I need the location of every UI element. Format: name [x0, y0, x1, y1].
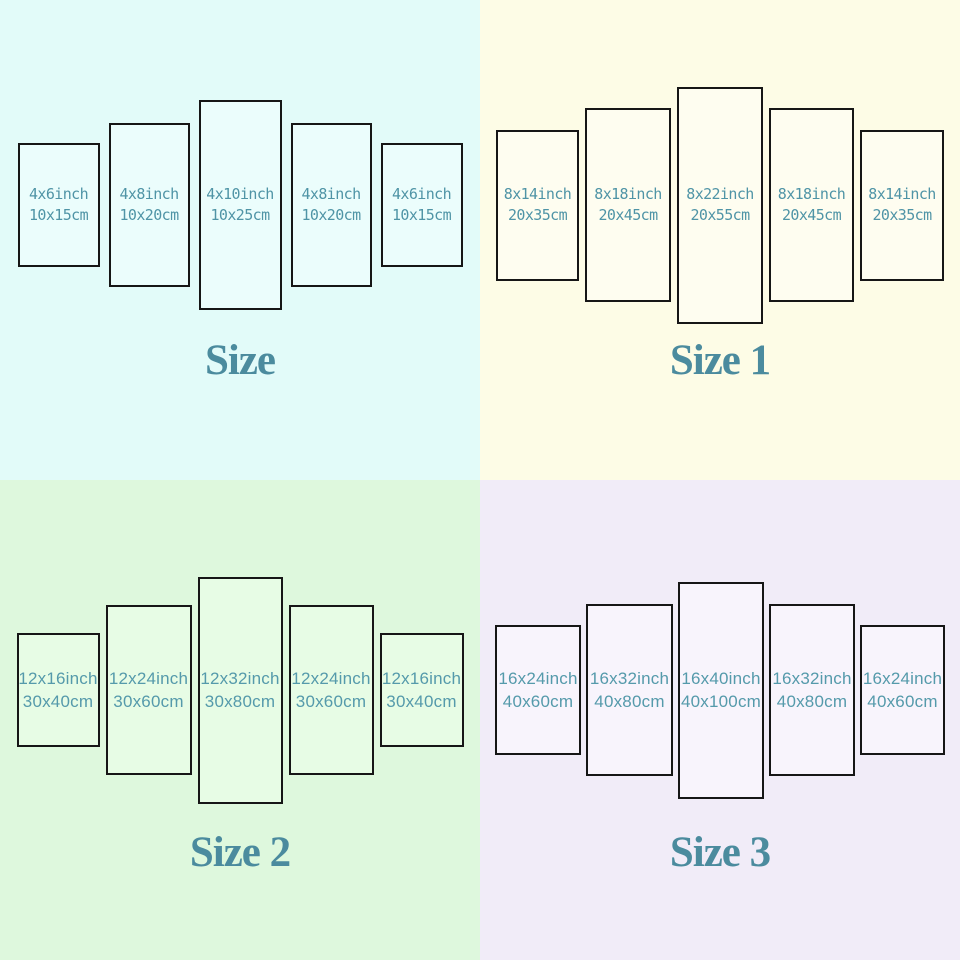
panel-inch-label: 8x14inch: [503, 185, 572, 203]
panel-cm-label: 30x40cm: [22, 692, 94, 711]
panel-cm-label: 20x55cm: [690, 206, 750, 224]
canvas-panel: 8x14inch 20x35cm: [860, 129, 944, 281]
quadrant-size-1: 8x14inch 20x35cm 8x18inch 20x45cm 8x22in…: [480, 0, 960, 480]
canvas-panel: 16x32inch 40x80cm: [586, 604, 673, 776]
panel-cm-label: 20x35cm: [872, 206, 932, 224]
panel-cm-label: 30x60cm: [113, 692, 184, 711]
panel-inch-label: 16x24inch: [498, 669, 578, 688]
panel-row: 4x6inch 10x15cm 4x8inch 10x20cm 4x10inch…: [0, 0, 480, 410]
panel-cm-label: 10x15cm: [28, 206, 89, 224]
panel-cm-label: 20x35cm: [507, 206, 568, 224]
panel-cm-label: 40x60cm: [502, 692, 574, 711]
panel-inch-label: 4x6inch: [391, 185, 452, 203]
quadrant-title: Size 3: [669, 829, 771, 876]
canvas-panel: 4x10inch 10x25cm: [198, 100, 282, 310]
canvas-panel: 8x22inch 20x55cm: [677, 86, 763, 324]
quadrant-title: Size 2: [189, 829, 291, 876]
panel-row: 12x16inch 30x40cm 12x24inch 30x60cm 12x3…: [0, 480, 480, 900]
quadrant-title: Size: [204, 337, 276, 384]
canvas-panel: 4x6inch 10x15cm: [17, 143, 100, 267]
canvas-panel: 16x24inch 40x60cm: [860, 625, 945, 755]
quadrant-size-3: 16x24inch 40x60cm 16x32inch 40x80cm 16x4…: [480, 480, 960, 960]
panel-inch-label: 4x10inch: [206, 185, 274, 203]
panel-inch-label: 12x16inch: [381, 669, 462, 688]
panel-inch-label: 8x18inch: [777, 185, 846, 203]
canvas-panel: 12x32inch 30x80cm: [197, 576, 283, 804]
panel-cm-label: 10x15cm: [391, 206, 452, 224]
panel-inch-label: 16x32inch: [589, 669, 670, 688]
panel-cm-label: 30x60cm: [295, 692, 367, 711]
canvas-panel: 16x40inch 40x100cm: [678, 581, 764, 799]
panel-cm-label: 30x40cm: [386, 692, 457, 711]
canvas-panel: 12x24inch 30x60cm: [288, 605, 374, 775]
panel-inch-label: 4x6inch: [28, 185, 89, 203]
panel-cm-label: 40x80cm: [776, 692, 848, 711]
panel-inch-label: 12x16inch: [18, 669, 98, 688]
canvas-panel: 8x18inch 20x45cm: [585, 108, 671, 302]
panel-cm-label: 20x45cm: [781, 206, 842, 224]
panel-row: 8x14inch 20x35cm 8x18inch 20x45cm 8x22in…: [480, 0, 960, 410]
panel-inch-label: 16x32inch: [772, 669, 852, 688]
canvas-panel: 4x8inch 10x20cm: [108, 123, 190, 287]
panel-inch-label: 12x24inch: [108, 669, 189, 688]
canvas-panel: 16x24inch 40x60cm: [495, 625, 581, 755]
panel-row: 16x24inch 40x60cm 16x32inch 40x80cm 16x4…: [480, 480, 960, 900]
canvas-panel: 12x16inch 30x40cm: [379, 633, 464, 747]
panel-inch-label: 8x18inch: [594, 185, 662, 203]
panel-cm-label: 40x80cm: [594, 692, 665, 711]
panel-cm-label: 40x60cm: [867, 692, 938, 711]
panel-cm-label: 10x25cm: [210, 206, 270, 224]
panel-inch-label: 4x8inch: [119, 185, 179, 203]
panel-cm-label: 20x45cm: [598, 206, 658, 224]
panel-inch-label: 8x22inch: [686, 185, 754, 203]
canvas-panel: 8x14inch 20x35cm: [496, 129, 579, 281]
quadrant-title: Size 1: [669, 337, 771, 384]
canvas-panel: 4x8inch 10x20cm: [290, 123, 372, 287]
canvas-panel: 12x16inch 30x40cm: [16, 633, 100, 747]
panel-inch-label: 16x40inch: [681, 669, 761, 688]
panel-cm-label: 30x80cm: [204, 692, 276, 711]
canvas-panel: 4x6inch 10x15cm: [380, 143, 463, 267]
canvas-panel: 12x24inch 30x60cm: [105, 605, 192, 775]
panel-cm-label: 40x100cm: [680, 692, 762, 711]
canvas-panel: 8x18inch 20x45cm: [769, 108, 854, 302]
panel-inch-label: 16x24inch: [862, 669, 943, 688]
panel-inch-label: 12x32inch: [200, 669, 280, 688]
panel-inch-label: 8x14inch: [868, 185, 936, 203]
quadrant-size: 4x6inch 10x15cm 4x8inch 10x20cm 4x10inch…: [0, 0, 480, 480]
quadrant-size-2: 12x16inch 30x40cm 12x24inch 30x60cm 12x3…: [0, 480, 480, 960]
panel-cm-label: 10x20cm: [301, 206, 361, 224]
canvas-panel: 16x32inch 40x80cm: [769, 604, 855, 776]
panel-inch-label: 12x24inch: [291, 669, 371, 688]
panel-cm-label: 10x20cm: [119, 206, 179, 224]
panel-inch-label: 4x8inch: [301, 185, 361, 203]
